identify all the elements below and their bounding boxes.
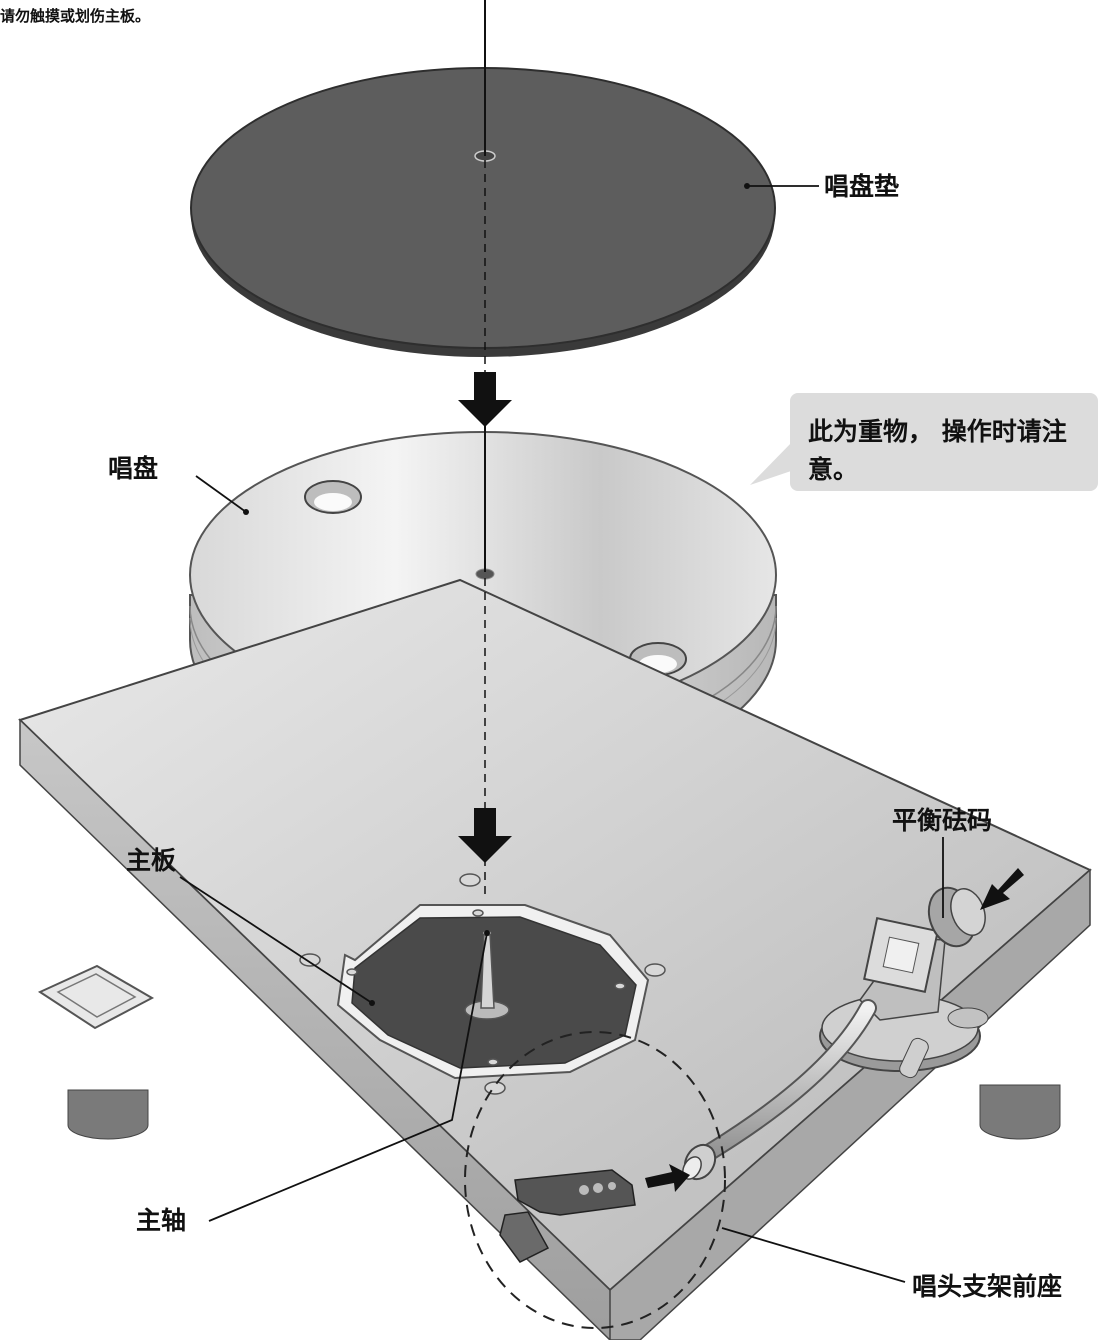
leader-platter [195,475,247,513]
label-spindle: 主轴 [136,1206,187,1235]
tonearm [682,886,989,1181]
down-arrow-icon [458,372,512,427]
push-arrow-icon [980,868,1024,910]
headshell-detail-circle [464,1031,726,1329]
leader-chassis [179,876,373,1004]
label-counterweight: 平衡砝码 [892,806,993,835]
top-warning-text: 请勿触摸或划伤主板。 [0,7,151,25]
insert-arrow-icon [645,1164,690,1192]
label-platter: 唱盘 [108,454,159,483]
control-panel [37,964,155,1030]
platter-mat [190,67,776,357]
chassis-plate [351,916,637,1069]
label-mat: 唱盘垫 [824,172,900,201]
down-arrow-icon [458,808,512,863]
turntable-base [18,578,1092,1340]
leader-spindle [208,932,488,1222]
heavy-object-callout [790,393,1098,491]
heavy-object-callout-text: 此为重物， 操作时请注意。 [808,417,1067,484]
label-chassis: 主板 [126,846,177,875]
headshell [499,1169,636,1263]
callout-tail [750,440,794,485]
label-headshell-socket: 唱头支架前座 [912,1272,1063,1301]
leader-headshell [721,1227,906,1283]
